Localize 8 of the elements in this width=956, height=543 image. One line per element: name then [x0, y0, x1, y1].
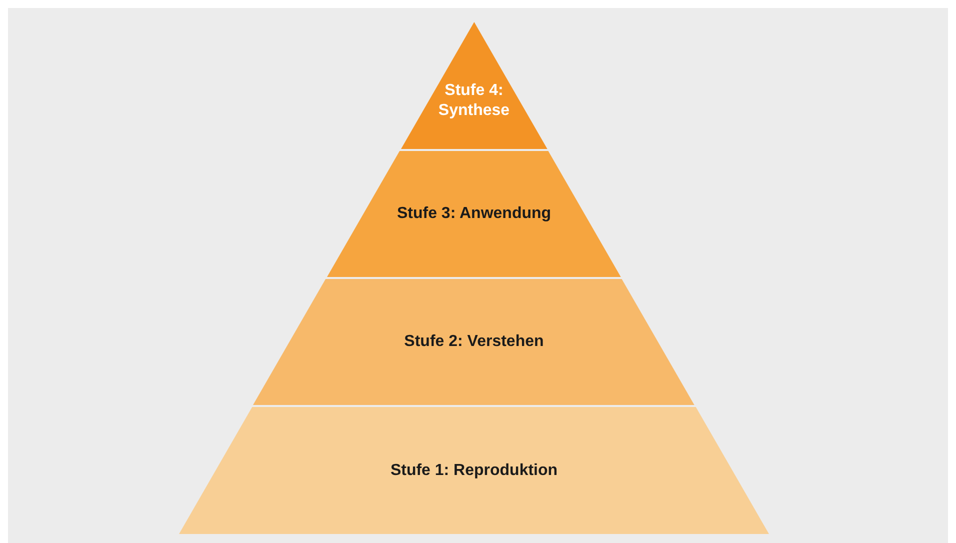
pyramid-level: [327, 151, 621, 277]
pyramid-level: [400, 22, 548, 149]
level-label: Stufe 4: Synthese: [437, 80, 511, 121]
level-label: Stufe 3: Anwendung: [396, 204, 552, 224]
level-label: Stufe 1: Reproduktion: [389, 460, 559, 480]
level-label: Stufe 2: Verstehen: [403, 332, 545, 352]
pyramid-level: [179, 407, 769, 534]
pyramid-level: [253, 279, 695, 405]
